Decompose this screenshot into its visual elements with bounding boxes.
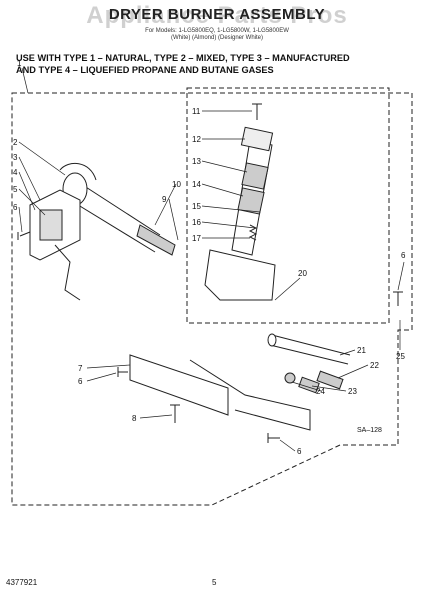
callout-6-bottom: 6 (297, 447, 302, 456)
fitting-22 (316, 370, 344, 390)
callout-6-right: 6 (401, 251, 406, 260)
burner-tube (69, 179, 161, 253)
callout-12: 12 (192, 135, 201, 144)
callout-2: 2 (13, 138, 18, 147)
screw-11 (252, 103, 262, 120)
model-subtitle: For Models: 1-LG5800EQ, 1-LG5800W, 1-LG5… (0, 28, 434, 42)
callout-25: 25 (396, 352, 405, 361)
callout-8: 8 (132, 414, 137, 423)
callout-6-lower-left: 6 (78, 377, 83, 386)
callout-1: 1 (17, 59, 22, 68)
callout-6-upper-left: 6 (13, 203, 18, 212)
callout-22: 22 (370, 361, 379, 370)
callout-11: 11 (192, 107, 201, 116)
callout-4: 4 (13, 168, 18, 177)
page-number: 5 (212, 578, 217, 587)
gas-type-line-2: AND TYPE 4 – LIQUEFIED PROPANE AND BUTAN… (16, 65, 274, 75)
model-list: For Models: 1-LG5800EQ, 1-LG5800W, 1-LG5… (145, 28, 289, 34)
document-number: 4377921 (6, 578, 38, 587)
fitting-24 (284, 372, 296, 384)
screw-6-left (17, 231, 31, 240)
pipe-end (267, 333, 277, 347)
callout-15: 15 (192, 202, 201, 211)
orifice-holder (136, 224, 176, 256)
screw-6-right (393, 291, 403, 306)
watermark: Appliance Parts Pros (86, 2, 348, 29)
gas-valve-body (204, 249, 276, 301)
coil-2 (237, 187, 265, 215)
gas-type-line-1: USE WITH TYPE 1 – NATURAL, TYPE 2 – MIXE… (16, 53, 350, 63)
gas-type-heading: USE WITH TYPE 1 – NATURAL, TYPE 2 – MIXE… (16, 52, 422, 76)
screw-6-lower (117, 367, 128, 377)
callout-9: 9 (162, 195, 167, 204)
valve-box-outline (186, 87, 390, 324)
igniter (39, 209, 63, 241)
page-title: DRYER BURNER ASSEMBLY (108, 6, 326, 23)
coil-top (240, 126, 274, 152)
callout-7: 7 (78, 364, 83, 373)
callout-3: 3 (13, 153, 18, 162)
callout-24: 24 (316, 387, 325, 396)
callout-23: 23 (348, 387, 357, 396)
callout-5: 5 (13, 185, 18, 194)
coil-1 (241, 162, 269, 190)
assembly-outline (11, 92, 413, 506)
callout-17: 17 (192, 234, 201, 243)
gas-pipe (269, 334, 351, 365)
callout-13: 13 (192, 157, 201, 166)
callout-20: 20 (298, 269, 307, 278)
bracket-arm (189, 359, 311, 431)
diagram-code: SA–128 (357, 427, 382, 434)
igniter-wire (54, 244, 81, 301)
color-list: (White) (Almond) (Designer White) (170, 35, 264, 41)
callout-10: 10 (172, 180, 181, 189)
callout-16: 16 (192, 218, 201, 227)
valve-spring (248, 224, 258, 241)
callout-21: 21 (357, 346, 366, 355)
callout-14: 14 (192, 180, 201, 189)
burner-flange (59, 162, 97, 181)
screw-6-bottom (267, 433, 280, 443)
mounting-bracket (129, 354, 229, 416)
screw-8 (170, 404, 180, 423)
